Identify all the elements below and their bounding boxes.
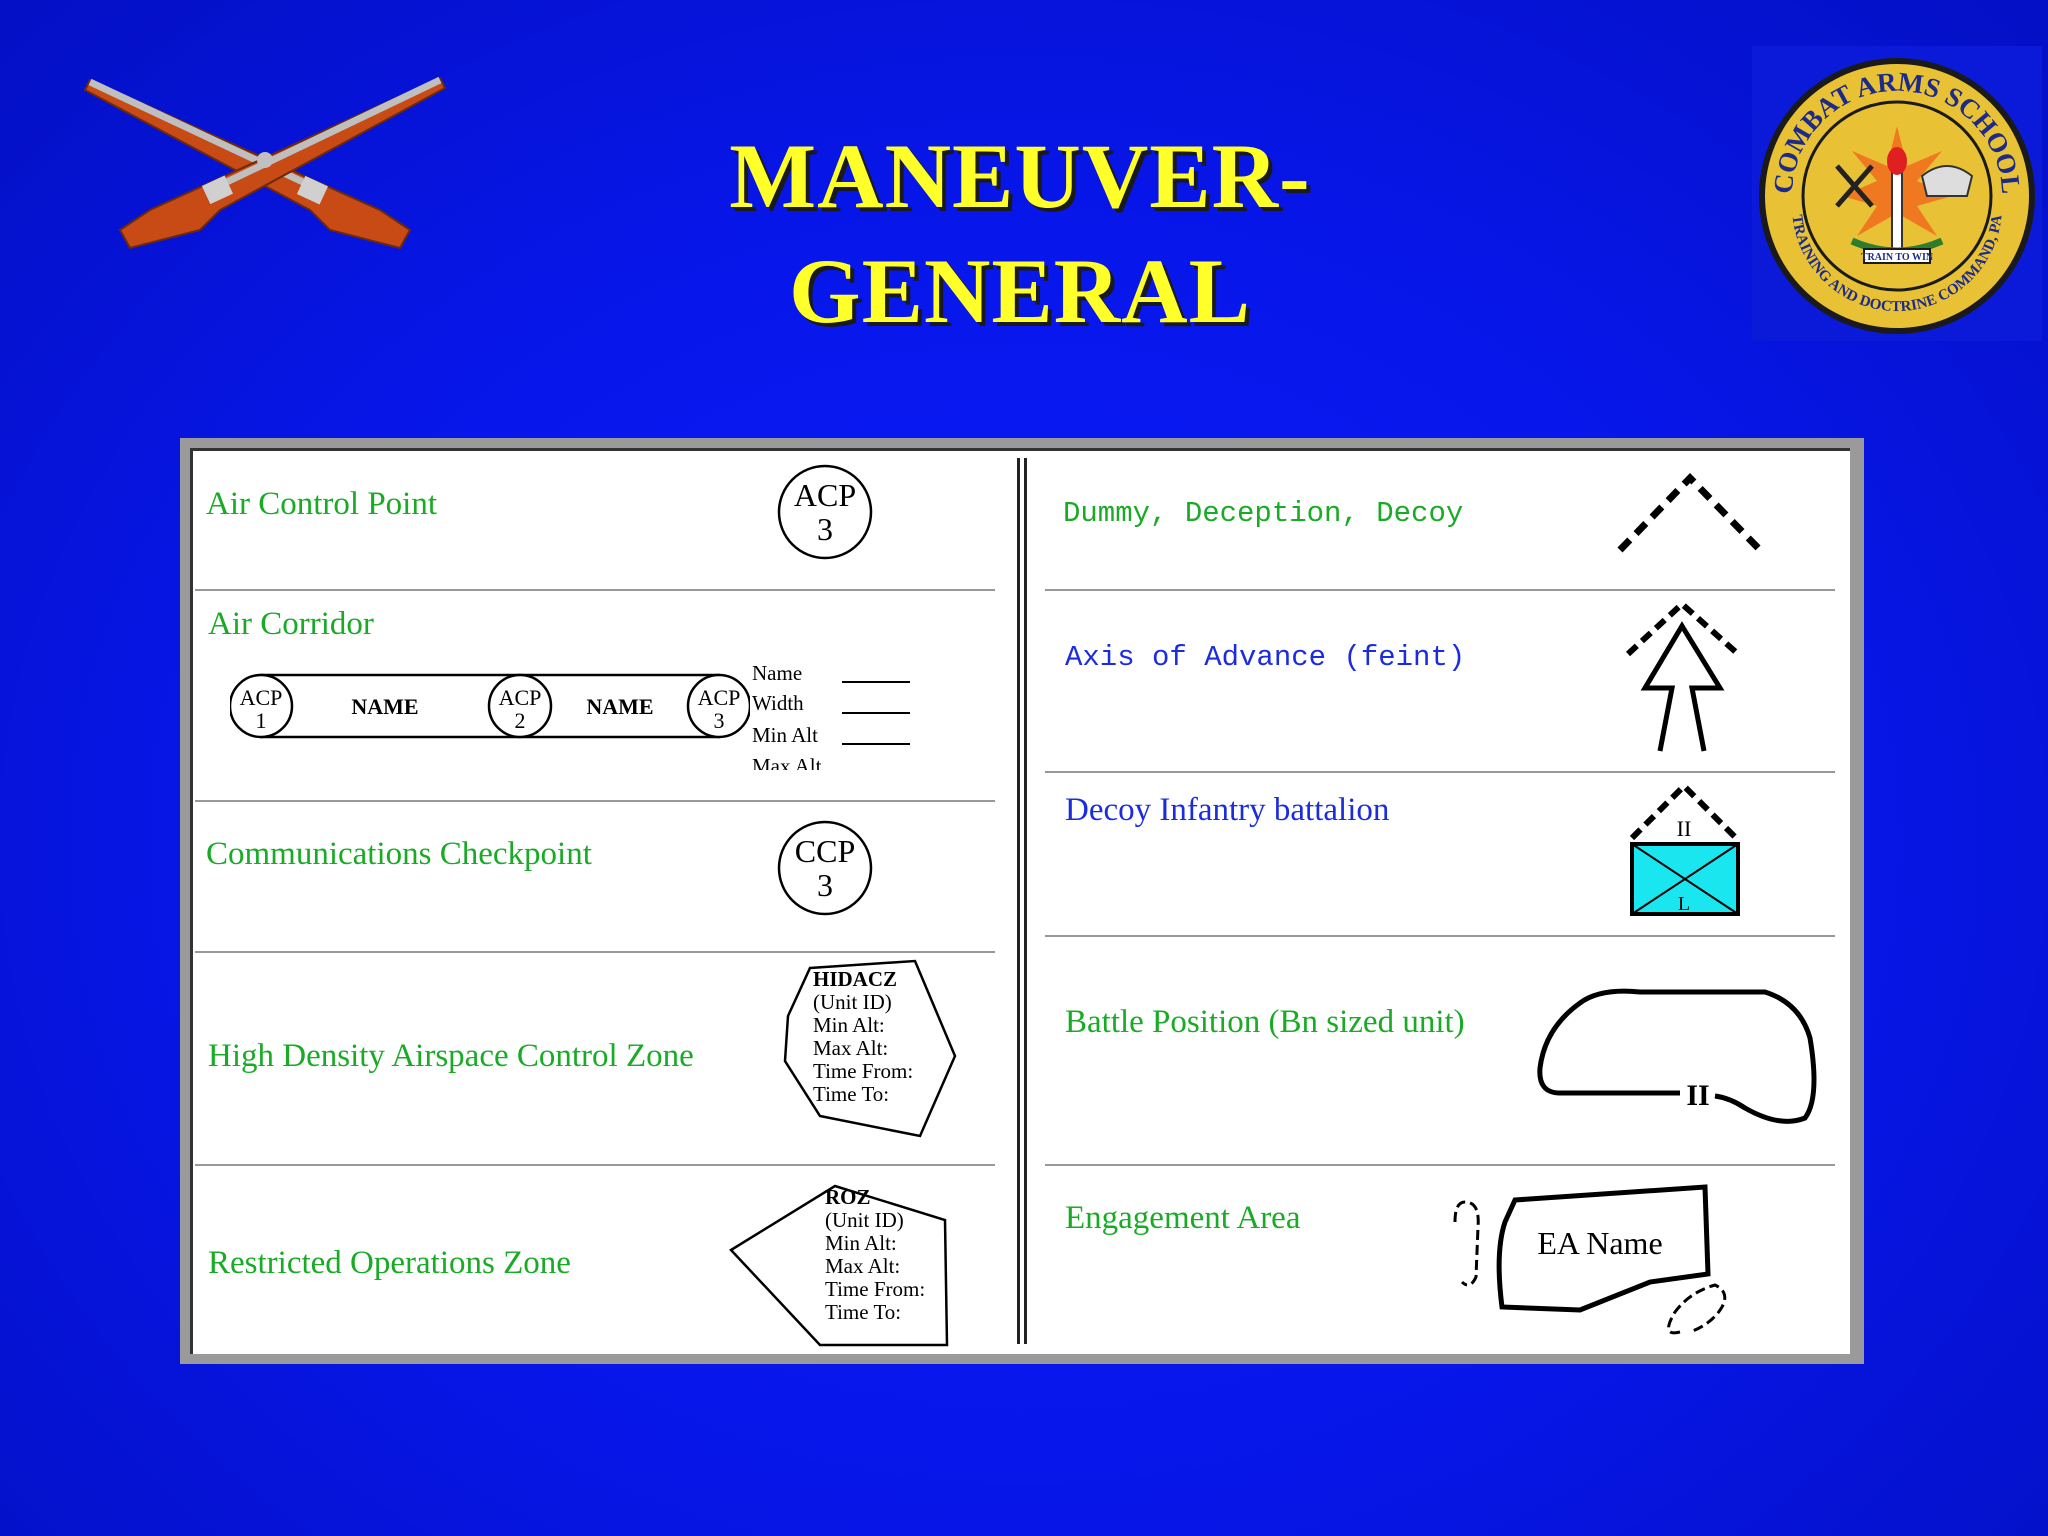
corridor-acp3-num: 3 [714,708,725,733]
hidacz-line-2: (Unit ID) [813,990,892,1014]
label-high-density-airspace-control-zone: High Density Airspace Control Zone [208,1038,694,1074]
row-divider [1045,1164,1835,1166]
column-divider-2 [1024,458,1027,1344]
corridor-acp1-text: ACP [240,685,283,710]
seal-ribbon-text: TRAIN TO WIN [1861,252,1934,263]
corridor-acp2-num: 2 [515,708,526,733]
corridor-acp1-num: 1 [256,708,267,733]
row-divider [1045,771,1835,773]
air-corridor-fields: Name Width Min Alt Max Alt [752,661,910,770]
engagement-area-symbol: EA Name [1453,1184,1727,1335]
row-divider [195,951,995,953]
label-engagement-area: Engagement Area [1065,1200,1301,1236]
label-air-corridor: Air Corridor [208,606,374,642]
ccp-number: 3 [817,867,833,903]
hidacz-line-6: Time To: [813,1082,889,1106]
air-corridor-symbol: ACP 1 ACP 2 ACP 3 NAME NAME [230,673,750,739]
label-decoy-infantry-battalion: Decoy Infantry battalion [1065,792,1390,828]
label-communications-checkpoint: Communications Checkpoint [206,836,592,872]
corridor-segment-name-2: NAME [586,694,653,719]
label-restricted-operations-zone: Restricted Operations Zone [208,1245,571,1281]
field-max-alt: Max Alt [752,754,822,770]
corridor-acp2-text: ACP [499,685,542,710]
roz-line-3: Min Alt: [825,1231,897,1255]
hidacz-symbol: HIDACZ (Unit ID) Min Alt: Max Alt: Time … [783,959,957,1138]
roz-line-5: Time From: [825,1277,925,1301]
decoy-infantry-battalion-symbol: II L [1629,781,1740,916]
symbol-panel: Air Control Point ACP 3 Air Corridor ACP… [190,448,1850,1354]
decoy-chevron-symbol [1617,472,1763,553]
page-title-line1: MANEUVER- [729,125,1311,227]
label-battle-position: Battle Position (Bn sized unit) [1065,1004,1465,1040]
communications-checkpoint-symbol: CCP 3 [777,820,873,916]
school-seal-logo: COMBAT ARMS SCHOOL TRAINING AND DOCTRINE… [1752,46,2042,341]
hidacz-line-3: Min Alt: [813,1013,885,1037]
label-axis-of-advance-feint: Axis of Advance (feint) [1065,641,1466,674]
row-divider [1045,935,1835,937]
roz-line-6: Time To: [825,1300,901,1324]
field-name: Name [752,661,802,685]
field-width: Width [752,691,804,715]
roz-symbol: ROZ (Unit ID) Min Alt: Max Alt: Time Fro… [729,1184,949,1347]
panel-inner-border [190,448,1850,1354]
column-divider [1017,458,1020,1344]
hidacz-line-5: Time From: [813,1059,913,1083]
roz-line-2: (Unit ID) [825,1208,904,1232]
row-divider [1045,589,1835,591]
decoy-echelon-mark: II [1677,816,1692,841]
label-air-control-point: Air Control Point [206,486,438,522]
battle-position-symbol: II [1537,988,1817,1124]
air-control-point-symbol: ACP 3 [777,464,873,560]
corridor-acp3-text: ACP [698,685,741,710]
row-divider [195,800,995,802]
label-dummy-deception-decoy: Dummy, Deception, Decoy [1063,497,1464,530]
row-divider [195,589,995,591]
hidacz-line-1: HIDACZ [813,967,897,991]
roz-line-1: ROZ [825,1185,871,1209]
ccp-text: CCP [795,833,855,869]
hidacz-line-4: Max Alt: [813,1036,888,1060]
page-title-line2: GENERAL [789,240,1251,342]
acp-number: 3 [817,511,833,547]
crossed-rifles-icon [83,76,447,250]
decoy-unit-mark: L [1678,893,1690,915]
battle-position-echelon: II [1686,1079,1709,1112]
roz-line-4: Max Alt: [825,1254,900,1278]
row-divider [195,1164,995,1166]
engagement-area-name: EA Name [1537,1225,1662,1261]
acp-text: ACP [794,477,856,513]
corridor-segment-name-1: NAME [351,694,418,719]
axis-of-advance-feint-symbol [1625,599,1740,752]
field-min-alt: Min Alt [752,723,818,747]
